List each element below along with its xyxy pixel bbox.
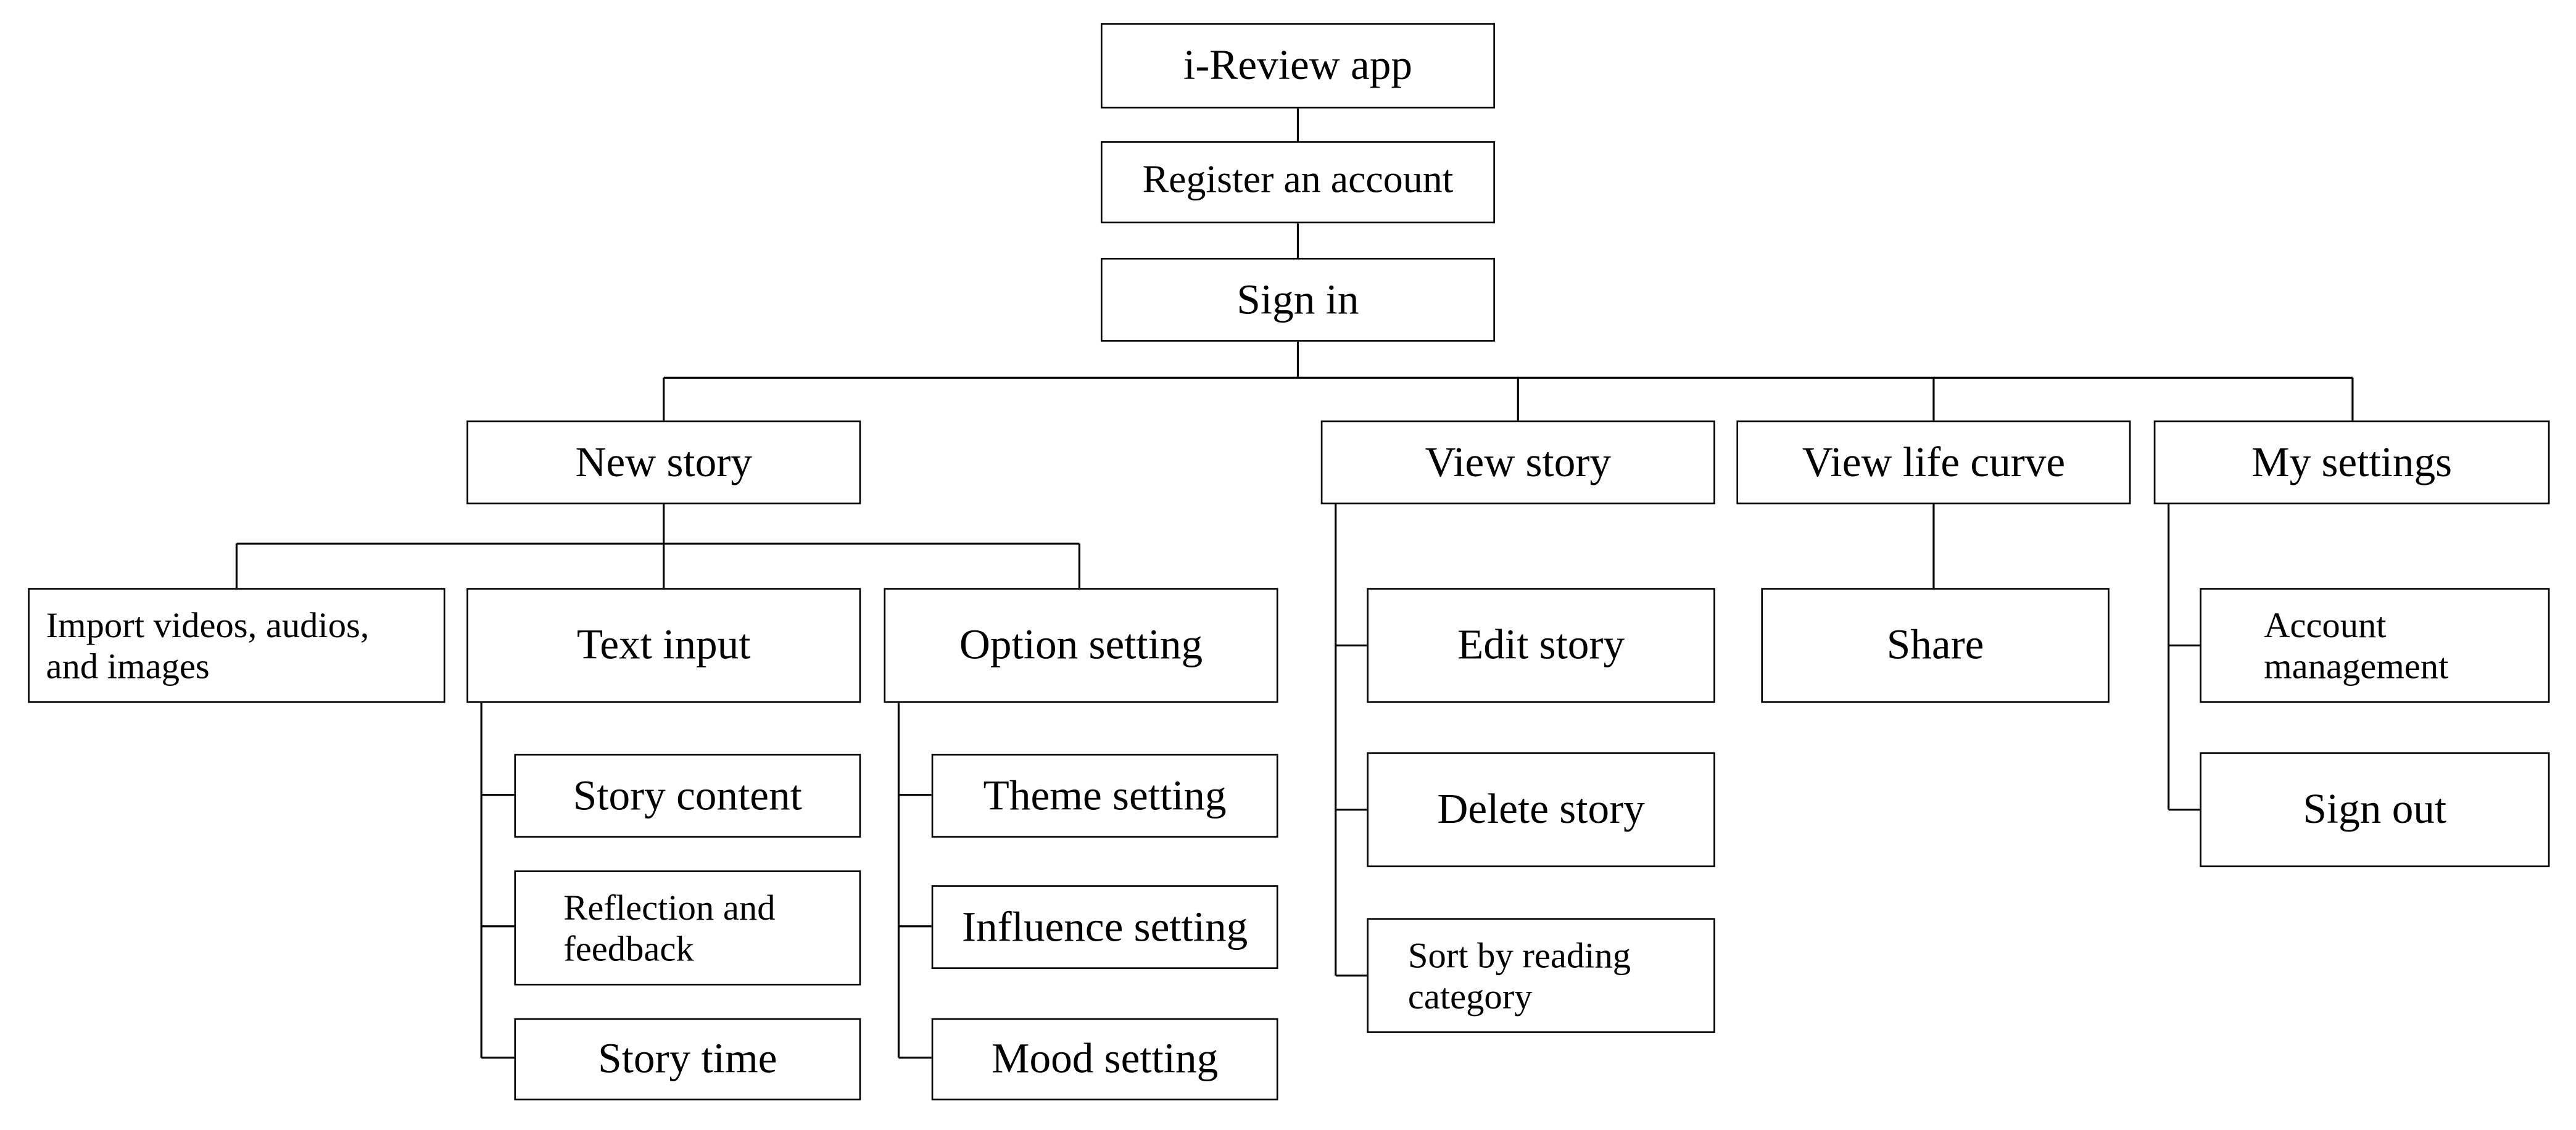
- node-theme-setting: Theme setting: [931, 754, 1278, 838]
- node-story-time: Story time: [514, 1018, 861, 1100]
- node-my-settings: My settings: [2153, 420, 2550, 505]
- node-view-story: View story: [1320, 420, 1715, 505]
- node-story-content: Story content: [514, 754, 861, 838]
- node-edit-story: Edit story: [1367, 588, 1715, 703]
- node-new-story: New story: [466, 420, 861, 505]
- node-register-account: Register an account: [1100, 141, 1495, 224]
- node-root: i-Review app: [1100, 23, 1495, 109]
- node-text-input: Text input: [466, 588, 861, 703]
- node-influence-setting: Influence setting: [931, 885, 1278, 969]
- node-account-management: Account management: [2200, 588, 2550, 703]
- node-sign-out: Sign out: [2200, 752, 2550, 867]
- node-reflection-feedback: Reflection and feedback: [514, 870, 861, 986]
- node-share: Share: [1761, 588, 2110, 703]
- node-import-media: Import videos, audios, and images: [28, 588, 445, 703]
- node-delete-story: Delete story: [1367, 752, 1715, 867]
- node-mood-setting: Mood setting: [931, 1018, 1278, 1100]
- node-option-setting: Option setting: [884, 588, 1278, 703]
- node-view-life-curve: View life curve: [1736, 420, 2131, 505]
- node-sign-in: Sign in: [1100, 258, 1495, 342]
- node-sort-by-category: Sort by reading category: [1367, 918, 1715, 1033]
